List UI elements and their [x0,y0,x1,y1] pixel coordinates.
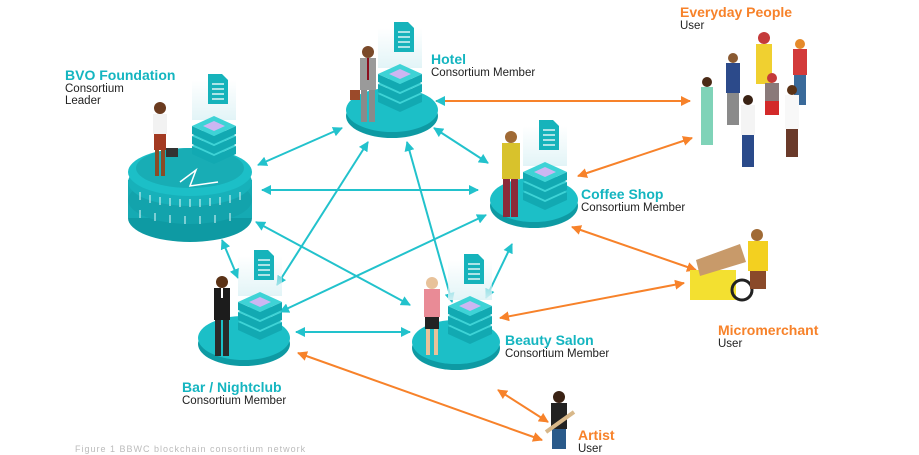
figure-caption: Figure 1 BBWC blockchain consortium netw… [75,444,307,454]
coffee-shop-label: Coffee Shop Consortium Member [581,187,685,214]
beauty-salon-label: Beauty Salon Consortium Member [505,333,609,360]
coin-ridges-icon [139,192,241,224]
document-icon [254,250,274,280]
node-subtitle: User [578,442,603,455]
member-links [220,127,513,337]
bvo-foundation-node[interactable] [128,148,252,242]
user-links [297,96,697,442]
node-subtitle: User [718,337,743,350]
node-subtitle: Consortium Member [581,201,686,214]
node-title: Beauty Salon [505,332,594,348]
everyday-people-icon[interactable] [701,32,807,167]
artist-icon[interactable] [544,391,576,449]
node-subtitle: Consortium Member [505,347,610,360]
link-coffee-bar [279,214,487,313]
node-title: Everyday People [680,4,793,20]
hotel-person-icon [350,46,376,122]
document-icon [539,120,559,150]
bar-person-icon [214,276,230,356]
node-title: Artist [578,427,615,443]
node-title: Hotel [431,51,466,67]
link-salon-artist [497,389,549,423]
bvo-person-icon [153,102,178,176]
server-stack-icon [448,260,492,344]
bvo-foundation-label: BVO Foundation Consortium Leader [65,68,175,107]
link-coffee-micro [571,225,697,272]
node-title: BVO Foundation [65,67,176,83]
artist-label: Artist User [578,428,615,455]
coffee-person-icon [502,131,520,217]
node-title: Coffee Shop [581,186,664,202]
node-title: Micromerchant [718,322,819,338]
link-hotel-coffee [433,127,489,164]
link-bvo-bar [220,239,240,279]
node-title: Bar / Nightclub [182,379,282,395]
bar-nightclub-label: Bar / Nightclub Consortium Member [182,380,286,407]
node-subtitle: Consortium Member [182,394,287,407]
salon-person-icon [424,277,440,355]
micromerchant-cart-icon[interactable] [690,229,768,302]
document-icon [464,254,484,284]
link-coffee-people [577,136,693,178]
link-salon-micro [499,279,685,322]
link-bar-artist [297,351,543,442]
node-subtitle: Consortium [65,82,124,95]
node-subtitle: Consortium Member [431,66,536,79]
everyday-people-label: Everyday People User [680,5,792,32]
micromerchant-label: Micromerchant User [718,323,818,350]
hotel-label: Hotel Consortium Member [431,52,535,79]
link-hotel-bar [276,141,369,286]
link-bvo-hotel [257,127,343,166]
node-subtitle: User [680,19,705,32]
document-icon [394,22,414,52]
document-icon [208,74,228,104]
node-subtitle: Leader [65,94,101,107]
